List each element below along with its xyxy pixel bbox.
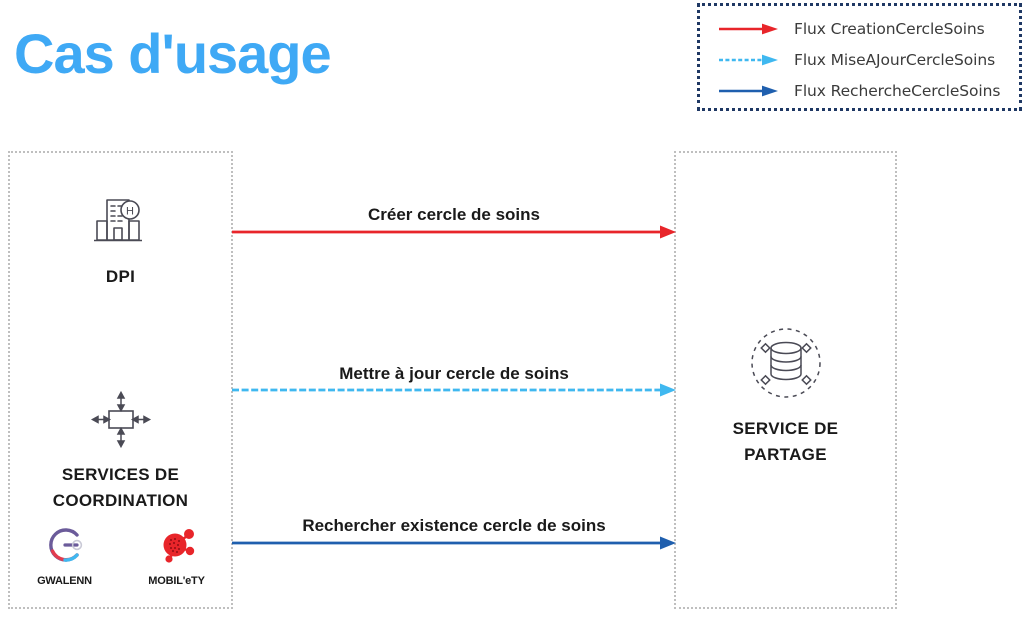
legend-item-recherche: Flux RechercheCercleSoins [718,75,1019,106]
flow-update-arrow [232,382,676,398]
right-actors-container [674,151,897,609]
actor-coordination-label: SERVICES DE COORDINATION [8,462,233,515]
legend-item-label: Flux MiseAJourCercleSoins [794,50,996,69]
partner-gwalenn: GWALENN [26,524,104,587]
svg-text:H: H [126,206,134,218]
actor-coordination: SERVICES DE COORDINATION [8,390,233,515]
arrow-right-icon [232,536,676,550]
actor-coordination-label-line1: SERVICES DE [61,465,180,484]
partner-logos: GWALENN MOBIL'eTY [8,524,233,587]
flow-search-label: Rechercher existence cercle de soins [302,516,606,535]
flow-create-arrow [232,224,676,240]
actor-partage-label: SERVICE DE PARTAGE [674,416,897,469]
legend-box: Flux CreationCercleSoins Flux MiseAJourC… [697,3,1022,111]
legend-item-label: Flux RechercheCercleSoins [794,81,1001,100]
partner-name: MOBIL'eTY [148,575,205,587]
legend-item-creation: Flux CreationCercleSoins [718,13,1019,44]
page-title: Cas d'usage [14,22,332,85]
actor-partage-label-line1: SERVICE DE [732,419,839,438]
arrow-right-icon [719,23,778,34]
flow-create-label: Créer cercle de soins [368,205,540,224]
arrow-right-icon [232,383,676,397]
arrow-right-icon [719,85,778,96]
legend-item-label: Flux CreationCercleSoins [794,19,985,38]
actor-coordination-label-line2: COORDINATION [52,491,189,511]
resize-arrows-icon [90,390,151,449]
gwalenn-logo [48,528,82,562]
arrow-right-icon [232,225,676,239]
actor-dpi: H DPI [8,190,233,290]
actor-partage: SERVICE DE PARTAGE [674,320,897,469]
partner-mobility: MOBIL'eTY [138,524,216,587]
left-actors-container [8,151,233,609]
partner-name: GWALENN [37,575,92,587]
hospital-building-icon: H [93,199,142,242]
legend-item-miseajour: Flux MiseAJourCercleSoins [718,44,1019,75]
actor-partage-label-line2: PARTAGE [744,445,827,465]
actor-dpi-label: DPI [105,267,136,286]
database-network-icon [750,328,821,398]
flow-search-arrow [232,535,676,551]
flow-update-label: Mettre à jour cercle de soins [339,364,569,383]
mobility-logo [163,529,194,563]
arrow-right-icon [719,54,778,65]
